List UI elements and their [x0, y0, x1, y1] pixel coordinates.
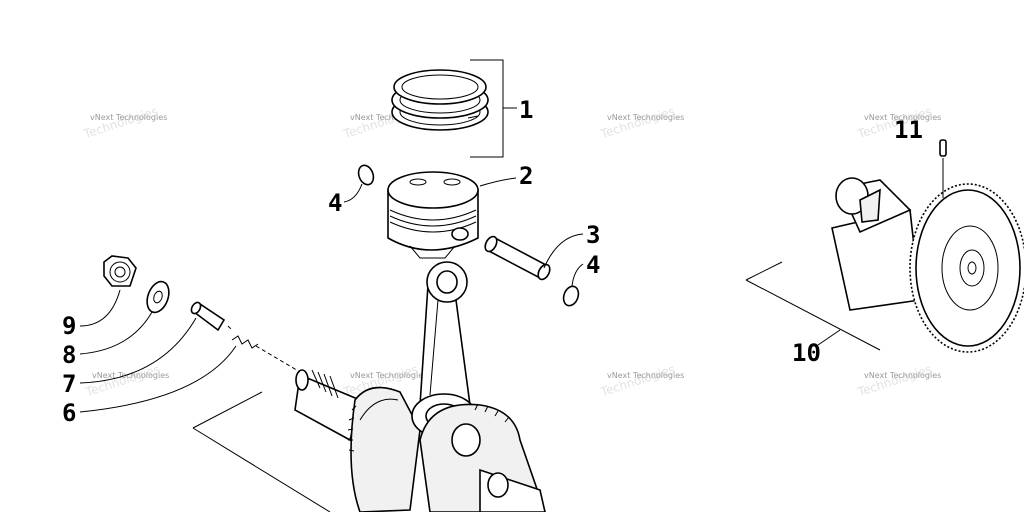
callout-10: 10 — [792, 339, 821, 367]
svg-text:Technologies: Technologies — [855, 362, 934, 399]
svg-text:vNext Technologies: vNext Technologies — [92, 371, 169, 380]
leader-7 — [79, 317, 197, 384]
bracket-1 — [470, 59, 517, 158]
dowel-pin — [939, 139, 947, 157]
leader-3 — [543, 233, 584, 269]
svg-text:vNext Technologies: vNext Technologies — [607, 113, 684, 122]
leader-8 — [79, 311, 153, 355]
watermark-8: Technologies vNext Technologies — [855, 362, 941, 399]
callout-9: 9 — [62, 312, 76, 340]
callout-4-right: 4 — [586, 251, 600, 279]
callout-6: 6 — [62, 399, 76, 427]
leader-6 — [79, 345, 237, 413]
callout-8: 8 — [62, 341, 76, 369]
piston-rings — [391, 69, 489, 131]
callout-7: 7 — [62, 370, 76, 398]
small-parts-axis — [227, 325, 301, 373]
washer — [146, 280, 170, 314]
callout-1: 1 — [519, 96, 533, 124]
crankshaft — [294, 369, 546, 512]
callout-11: 11 — [894, 116, 923, 144]
callout-3: 3 — [586, 221, 600, 249]
connecting-rod — [419, 261, 471, 406]
callout-4-left: 4 — [328, 189, 342, 217]
spring — [231, 335, 259, 349]
leader-4-right — [571, 263, 584, 287]
watermark-1: Technologies vNext Technologies — [81, 104, 167, 141]
svg-text:Technologies: Technologies — [81, 104, 160, 141]
leader-4-left — [343, 183, 363, 203]
svg-text:vNext Technologies: vNext Technologies — [350, 113, 427, 122]
svg-text:Technologies: Technologies — [598, 104, 677, 141]
watermark-7: Technologies vNext Technologies — [598, 362, 684, 399]
svg-text:Technologies: Technologies — [83, 362, 162, 399]
circlip-left — [357, 164, 375, 186]
balance-shaft — [831, 177, 921, 311]
watermark-5: Technologies vNext Technologies — [83, 362, 169, 399]
svg-text:vNext Technologies: vNext Technologies — [90, 113, 167, 122]
crank-axis-bracket — [192, 391, 331, 512]
piston — [387, 171, 479, 259]
callout-2: 2 — [519, 162, 533, 190]
svg-text:Technologies: Technologies — [598, 362, 677, 399]
bracket-10 — [745, 261, 881, 351]
svg-text:vNext Technologies: vNext Technologies — [607, 371, 684, 380]
leader-9 — [79, 289, 121, 327]
balancer-gear — [909, 183, 1024, 353]
svg-text:vNext Technologies: vNext Technologies — [350, 371, 427, 380]
svg-text:vNext Technologies: vNext Technologies — [864, 113, 941, 122]
key-pin — [190, 301, 226, 332]
nut — [103, 255, 137, 287]
svg-text:vNext Technologies: vNext Technologies — [864, 371, 941, 380]
leader-2 — [479, 177, 517, 187]
piston-pin — [484, 235, 551, 281]
circlip-right — [562, 285, 580, 307]
watermark-3: Technologies vNext Technologies — [598, 104, 684, 141]
